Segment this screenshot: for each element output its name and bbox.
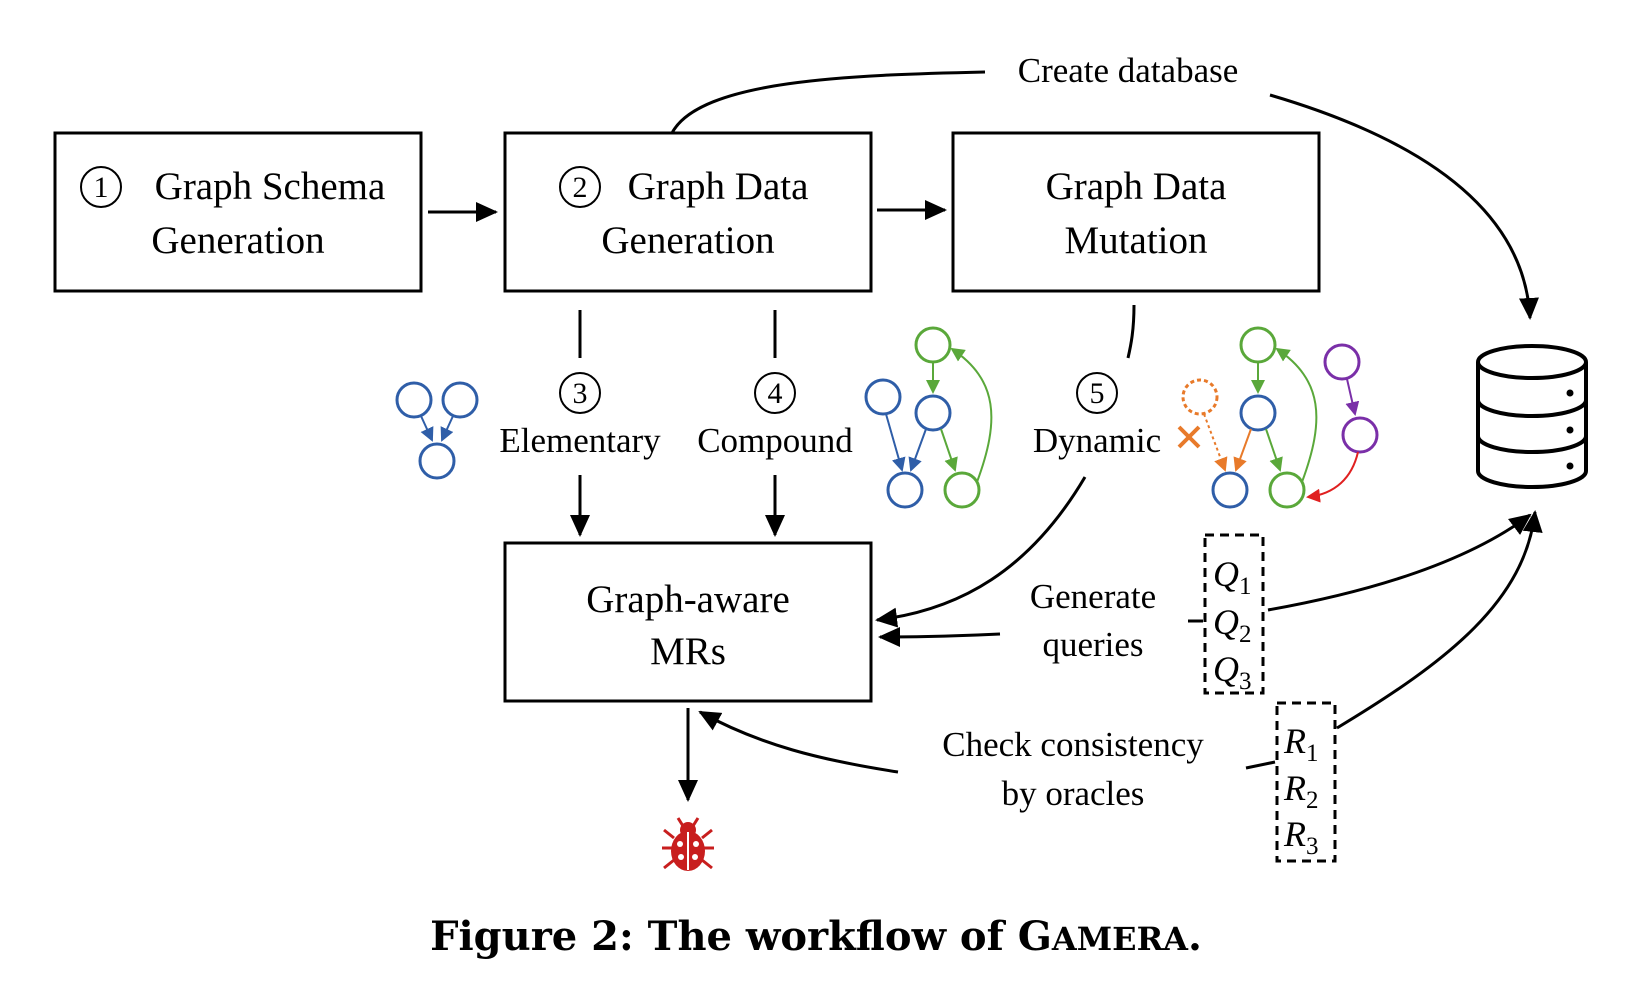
schema-line2: Generation [151, 219, 324, 262]
arrow-database-to-results [1336, 510, 1543, 730]
step-1-number: 1 [94, 171, 109, 204]
box-graph-data-mutation: Graph Data Mutation [951, 131, 1321, 293]
results-box: R1 R2 R3 [1275, 701, 1337, 863]
box-graph-aware-mrs: Graph-aware MRs [503, 541, 873, 703]
generate-queries-line2: queries [1042, 625, 1143, 664]
elementary-label: Elementary [499, 421, 661, 460]
data-gen-line1: Graph Data [628, 165, 809, 208]
box-graph-schema-generation: 1 Graph Schema Generation [53, 131, 423, 293]
box-graph-data-generation: 2 Graph Data Generation [503, 131, 873, 293]
generate-queries-line1: Generate [1030, 577, 1156, 616]
create-database-label: Create database [1018, 51, 1239, 90]
data-gen-line2: Generation [601, 219, 774, 262]
elementary-graph-icon [395, 381, 479, 480]
result-1: R1 [1283, 721, 1319, 767]
remove-x-icon [1177, 425, 1201, 449]
results-connector-left [1245, 760, 1276, 770]
database-icon [1476, 344, 1588, 489]
mutation-line1: Graph Data [1046, 165, 1227, 208]
step-5-number: 5 [1090, 377, 1105, 410]
check-consistency-line1: Check consistency [942, 725, 1204, 764]
arrow-queries-to-mrs [878, 626, 1001, 647]
arrow-dynamic-to-mrs [875, 476, 1087, 628]
schema-line1: Graph Schema [155, 165, 386, 208]
query-2: Q2 [1213, 602, 1252, 648]
compound-graph-icon [864, 326, 993, 509]
figure-caption: Figure 2: The workflow of GAMERA. [430, 913, 1202, 960]
step-4-circle [754, 372, 796, 414]
result-2: R2 [1283, 768, 1319, 814]
create-database-arrow [1269, 93, 1539, 320]
step-3-number: 3 [573, 377, 588, 410]
query-3: Q3 [1213, 649, 1252, 695]
arrow-check-to-mrs [698, 710, 899, 774]
connector-5-top [1126, 304, 1136, 359]
arrow-queries-to-database [1267, 513, 1532, 612]
dynamic-label: Dynamic [1033, 421, 1161, 460]
bug-icon [662, 817, 714, 871]
mutation-line2: Mutation [1065, 219, 1208, 262]
query-1: Q1 [1213, 554, 1252, 600]
compound-label: Compound [697, 421, 853, 460]
mrs-line1: Graph-aware [586, 578, 790, 621]
create-database-curve-left [670, 70, 986, 134]
dynamic-graph-icon [1177, 326, 1379, 509]
step-2-number: 2 [573, 171, 588, 204]
check-consistency-line2: by oracles [1002, 774, 1145, 813]
result-3: R3 [1283, 814, 1319, 860]
queries-box: Q1 Q2 Q3 [1203, 533, 1265, 695]
step-1-circle [80, 166, 122, 208]
step-3-circle [559, 372, 601, 414]
step-2-circle [559, 166, 601, 208]
step-5-circle [1076, 372, 1118, 414]
mrs-line2: MRs [650, 630, 726, 673]
step-4-number: 4 [768, 377, 783, 410]
